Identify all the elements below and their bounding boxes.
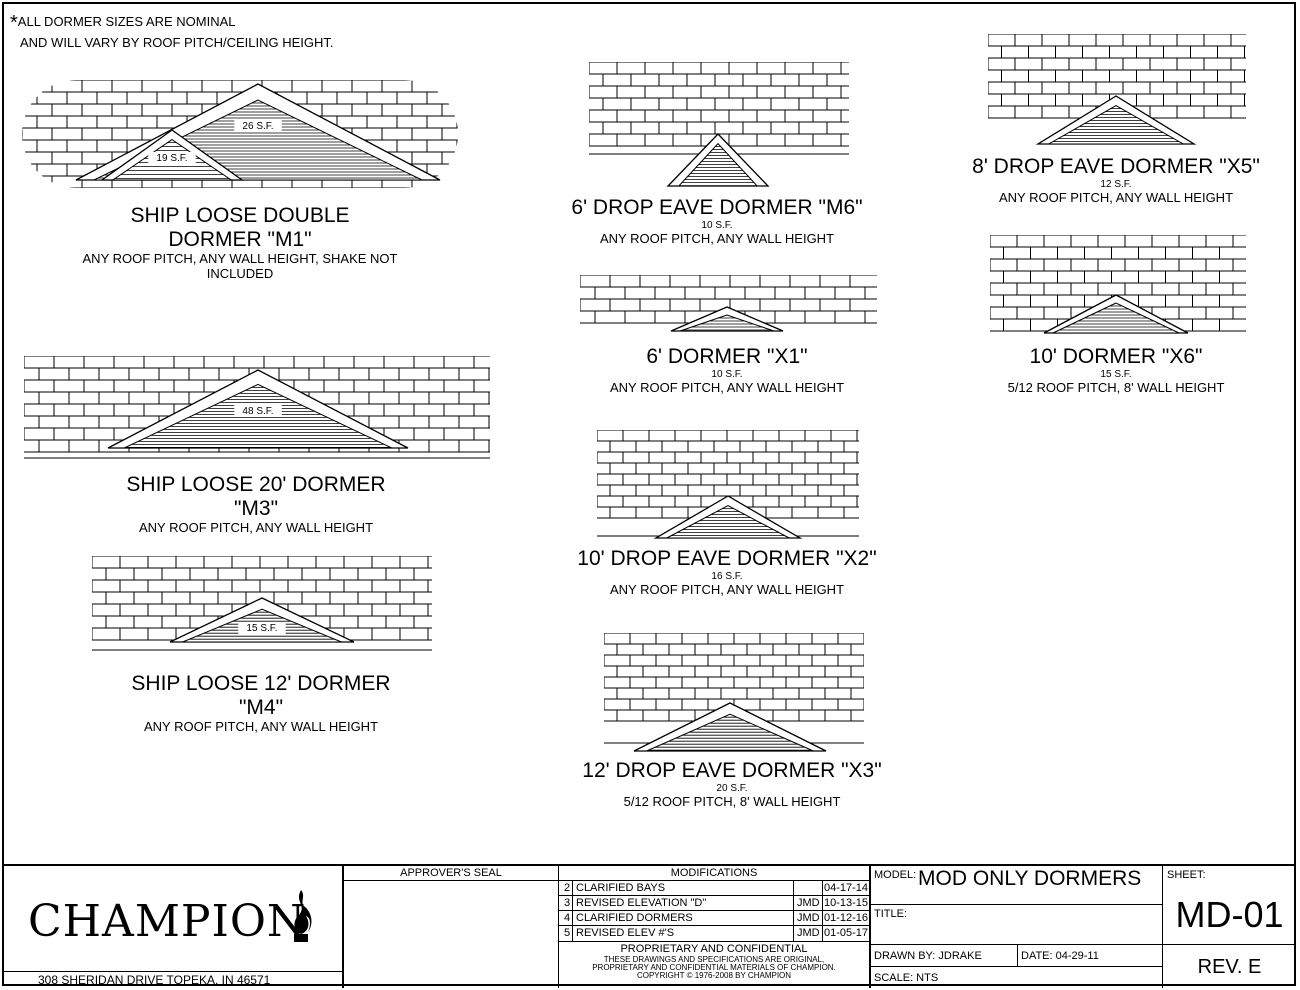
- dormer-m6-caption: 6' DROP EAVE DORMER "M6" 10 S.F. ANY ROO…: [571, 196, 863, 246]
- svg-text:48 S.F.: 48 S.F.: [242, 406, 273, 417]
- dormer-x3-caption: 12' DROP EAVE DORMER "X3" 20 S.F. 5/12 R…: [582, 759, 882, 809]
- dormer-x1-drawing: [580, 275, 877, 335]
- note-line-2: AND WILL VARY BY ROOF PITCH/CEILING HEIG…: [20, 35, 334, 50]
- dormer-m1-drawing: 26 S.F. 19 S.F.: [22, 80, 458, 188]
- dormer-m4-caption: SHIP LOOSE 12' DORMER "M4" ANY ROOF PITC…: [131, 672, 391, 735]
- svg-text:26 S.F.: 26 S.F.: [242, 121, 273, 132]
- dormer-m1-caption: SHIP LOOSE DOUBLE DORMER "M1" ANY ROOF P…: [82, 204, 398, 282]
- dormer-x1-caption: 6' DORMER "X1" 10 S.F. ANY ROOF PITCH, A…: [609, 345, 845, 395]
- dormer-x6-drawing: [990, 235, 1246, 335]
- dormer-x5-caption: 8' DROP EAVE DORMER "X5" 12 S.F. ANY ROO…: [972, 155, 1260, 205]
- title-block: CHAMPION 308 SHERIDAN DRIVE TOPEKA, IN 4…: [2, 864, 1296, 988]
- modifications-cell: MODIFICATIONS 2 CLARIFIED BAYS 04-17-14 …: [559, 866, 870, 988]
- model-value: MOD ONLY DORMERS: [918, 867, 1142, 890]
- company-logo: CHAMPION: [28, 896, 307, 947]
- modifications-table: 2 CLARIFIED BAYS 04-17-14 3 REVISED ELEV…: [559, 880, 869, 942]
- dormer-m3-drawing: 48 S.F.: [24, 356, 490, 460]
- model-cell: MODEL: MOD ONLY DORMERS TITLE: DRAWN BY:…: [870, 866, 1162, 988]
- modification-row: 2 CLARIFIED BAYS 04-17-14: [559, 880, 869, 896]
- sheet-number: MD-01: [1175, 894, 1284, 935]
- svg-text:19 S.F.: 19 S.F.: [156, 153, 187, 164]
- modification-row: 3 REVISED ELEVATION "D" JMD 10-13-15: [559, 895, 869, 911]
- proprietary-notice: PROPRIETARY AND CONFIDENTIAL THESE DRAWI…: [592, 943, 836, 981]
- modification-row: 5 REVISED ELEV #'S JMD 01-05-17: [559, 925, 869, 942]
- general-note: *ALL DORMER SIZES ARE NOMINAL AND WILL V…: [10, 12, 334, 50]
- flame-icon: [294, 890, 312, 942]
- company-cell: CHAMPION 308 SHERIDAN DRIVE TOPEKA, IN 4…: [2, 866, 343, 988]
- sheet-cell: SHEET: MD-01 REV. E: [1162, 866, 1296, 988]
- modification-row: 4 CLARIFIED DORMERS JMD 01-12-16: [559, 910, 869, 926]
- revision: REV. E: [1197, 956, 1262, 978]
- dormer-m4-drawing: 15 S.F.: [92, 556, 432, 652]
- dormer-x2-caption: 10' DROP EAVE DORMER "X2" 16 S.F. ANY RO…: [577, 547, 877, 597]
- dormer-x2-drawing: [597, 430, 859, 542]
- dormer-x6-caption: 10' DORMER "X6" 15 S.F. 5/12 ROOF PITCH,…: [1007, 345, 1225, 395]
- dormer-x3-drawing: [604, 633, 864, 753]
- dormer-x5-drawing: [988, 34, 1246, 146]
- note-line-1: ALL DORMER SIZES ARE NOMINAL: [17, 14, 236, 29]
- dormer-m6-drawing: [589, 62, 849, 190]
- dormer-m3-caption: SHIP LOOSE 20' DORMER "M3" ANY ROOF PITC…: [126, 473, 386, 536]
- address: 308 SHERIDAN DRIVE TOPEKA, IN 46571: [2, 971, 342, 989]
- approvers-seal-cell: APPROVER'S SEAL: [343, 866, 559, 988]
- svg-text:15 S.F.: 15 S.F.: [246, 623, 277, 634]
